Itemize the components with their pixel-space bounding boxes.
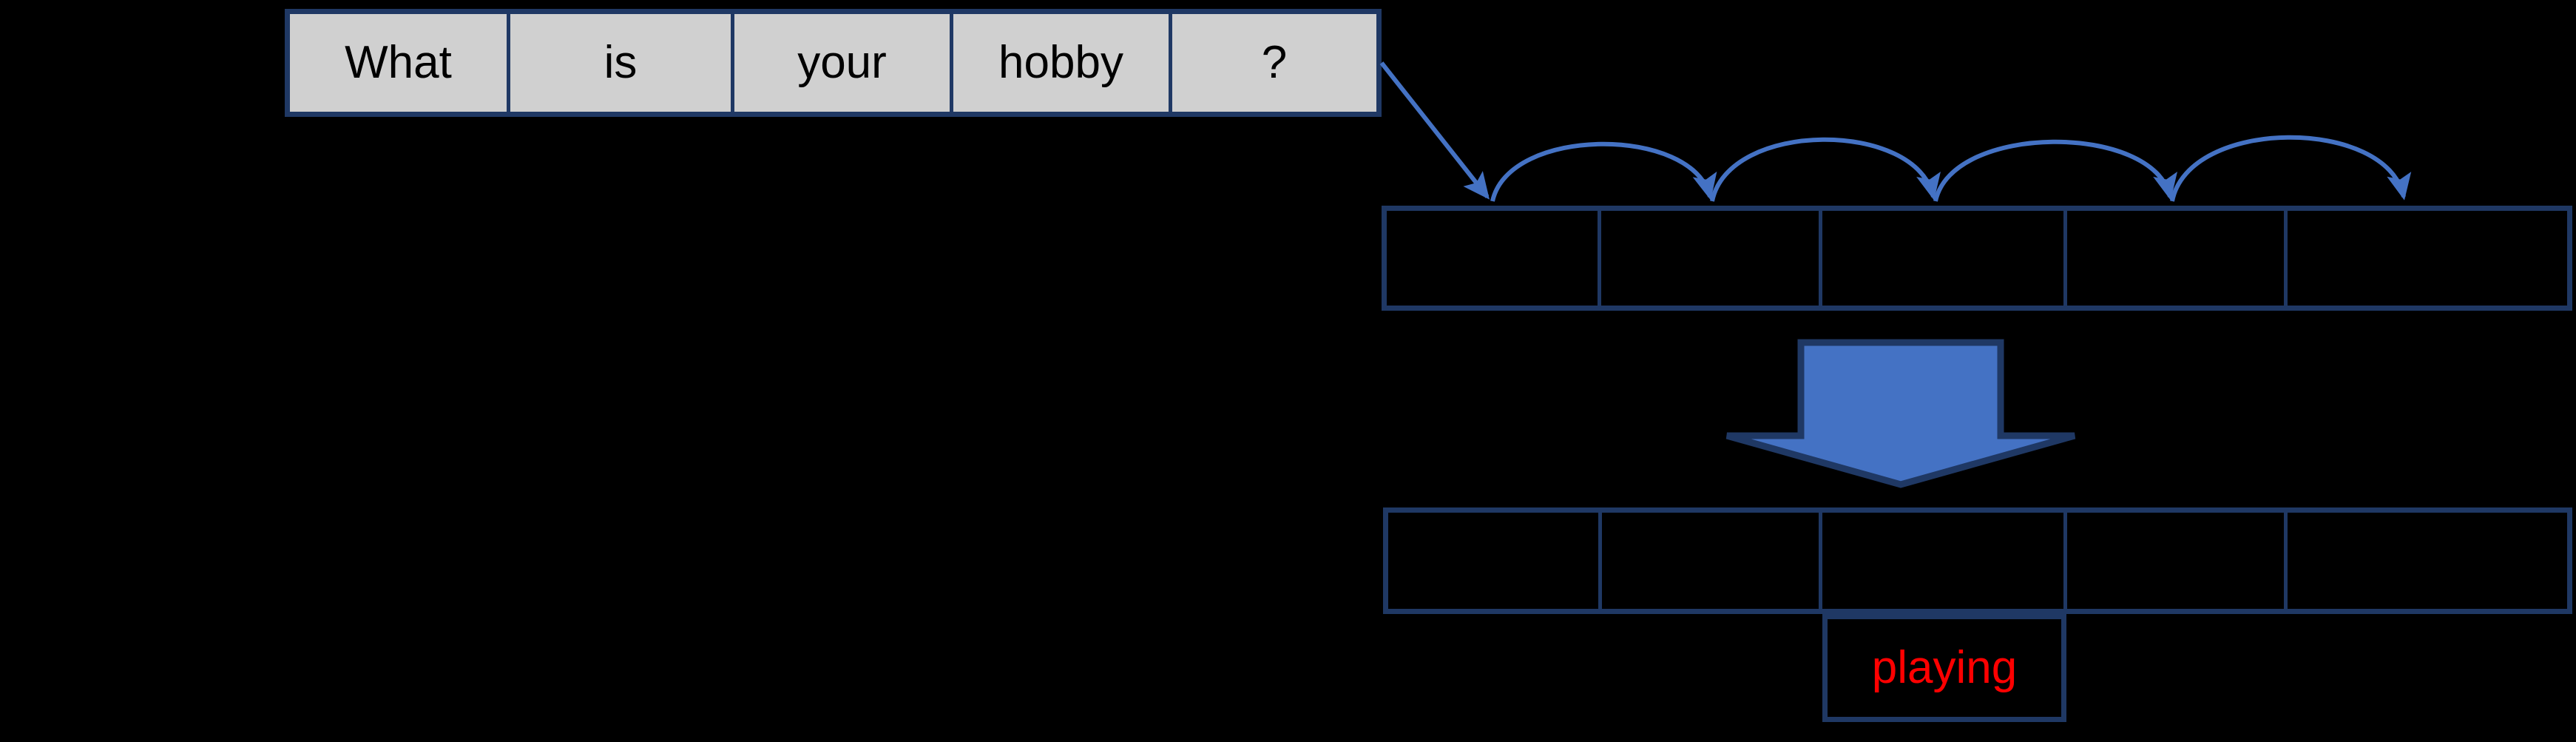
decoder-input-cell-0[interactable] [1387, 211, 1601, 306]
decoder-input-table [1382, 206, 2572, 311]
decoder-output-cell-4[interactable] [2288, 513, 2567, 609]
source-token-cell-1[interactable]: is [510, 14, 734, 112]
decoder-output-cell-1[interactable] [1602, 513, 1822, 609]
source-token-cell-2[interactable]: your [734, 14, 953, 112]
decoder-output-cell-0[interactable] [1388, 513, 1602, 609]
decoder-input-cell-4[interactable] [2288, 211, 2567, 306]
decoder-input-cell-3[interactable] [2067, 211, 2288, 306]
decoder-transform-arrow [1725, 339, 2076, 488]
autoregressive-hop-arrow-0 [1490, 141, 1717, 202]
source-token-cell-3[interactable]: hobby [953, 14, 1172, 112]
autoregressive-hop-arrow-2 [1933, 139, 2177, 202]
source-token-cell-4[interactable]: ? [1172, 14, 1376, 112]
decoder-output-table [1383, 507, 2572, 614]
autoregressive-hop-arrow-1 [1710, 137, 1941, 202]
decoder-input-cell-2[interactable] [1822, 211, 2067, 306]
autoregressive-hop-arrow-3 [2170, 135, 2412, 202]
source-token-cell-0[interactable]: What [290, 14, 510, 112]
decoder-output-cell-2[interactable] [1822, 513, 2067, 609]
decoder-input-cell-1[interactable] [1601, 211, 1822, 306]
source-sentence-table: What is your hobby ? [285, 9, 1382, 117]
predicted-token-cell[interactable]: playing [1822, 614, 2066, 722]
decoder-output-cell-3[interactable] [2067, 513, 2288, 609]
encoder-to-decoder-arrow [1379, 61, 1490, 200]
